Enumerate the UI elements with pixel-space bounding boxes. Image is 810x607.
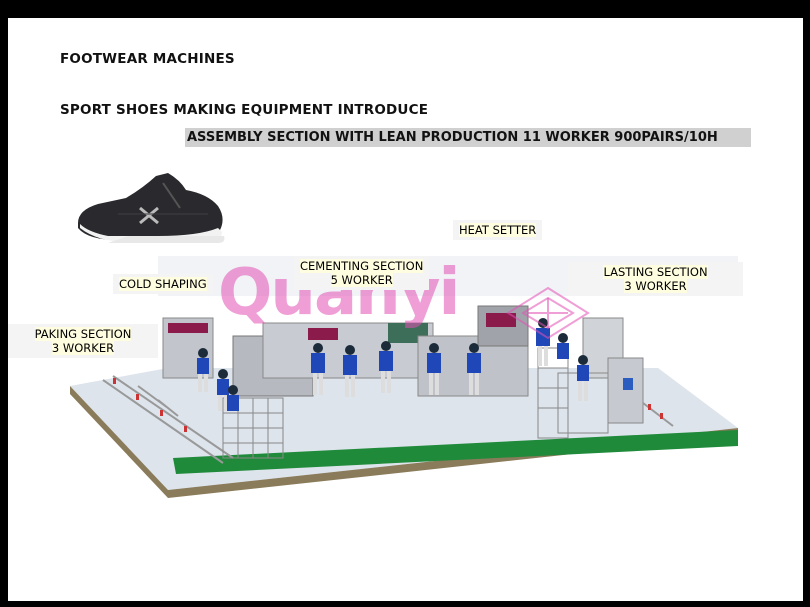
sneaker-image: [78, 173, 224, 243]
label-heat-setter: HEAT SETTER: [453, 220, 542, 240]
slide-frame: FOOTWEAR MACHINES SPORT SHOES MAKING EQU…: [8, 18, 803, 601]
label-paking-section: PAKING SECTION 3 WORKER: [8, 324, 158, 358]
label-cold-shaping: COLD SHAPING: [113, 274, 213, 294]
label-cementing-section: CEMENTING SECTION 5 WORKER: [294, 256, 429, 290]
label-lasting-section: LASTING SECTION 3 WORKER: [568, 262, 743, 296]
